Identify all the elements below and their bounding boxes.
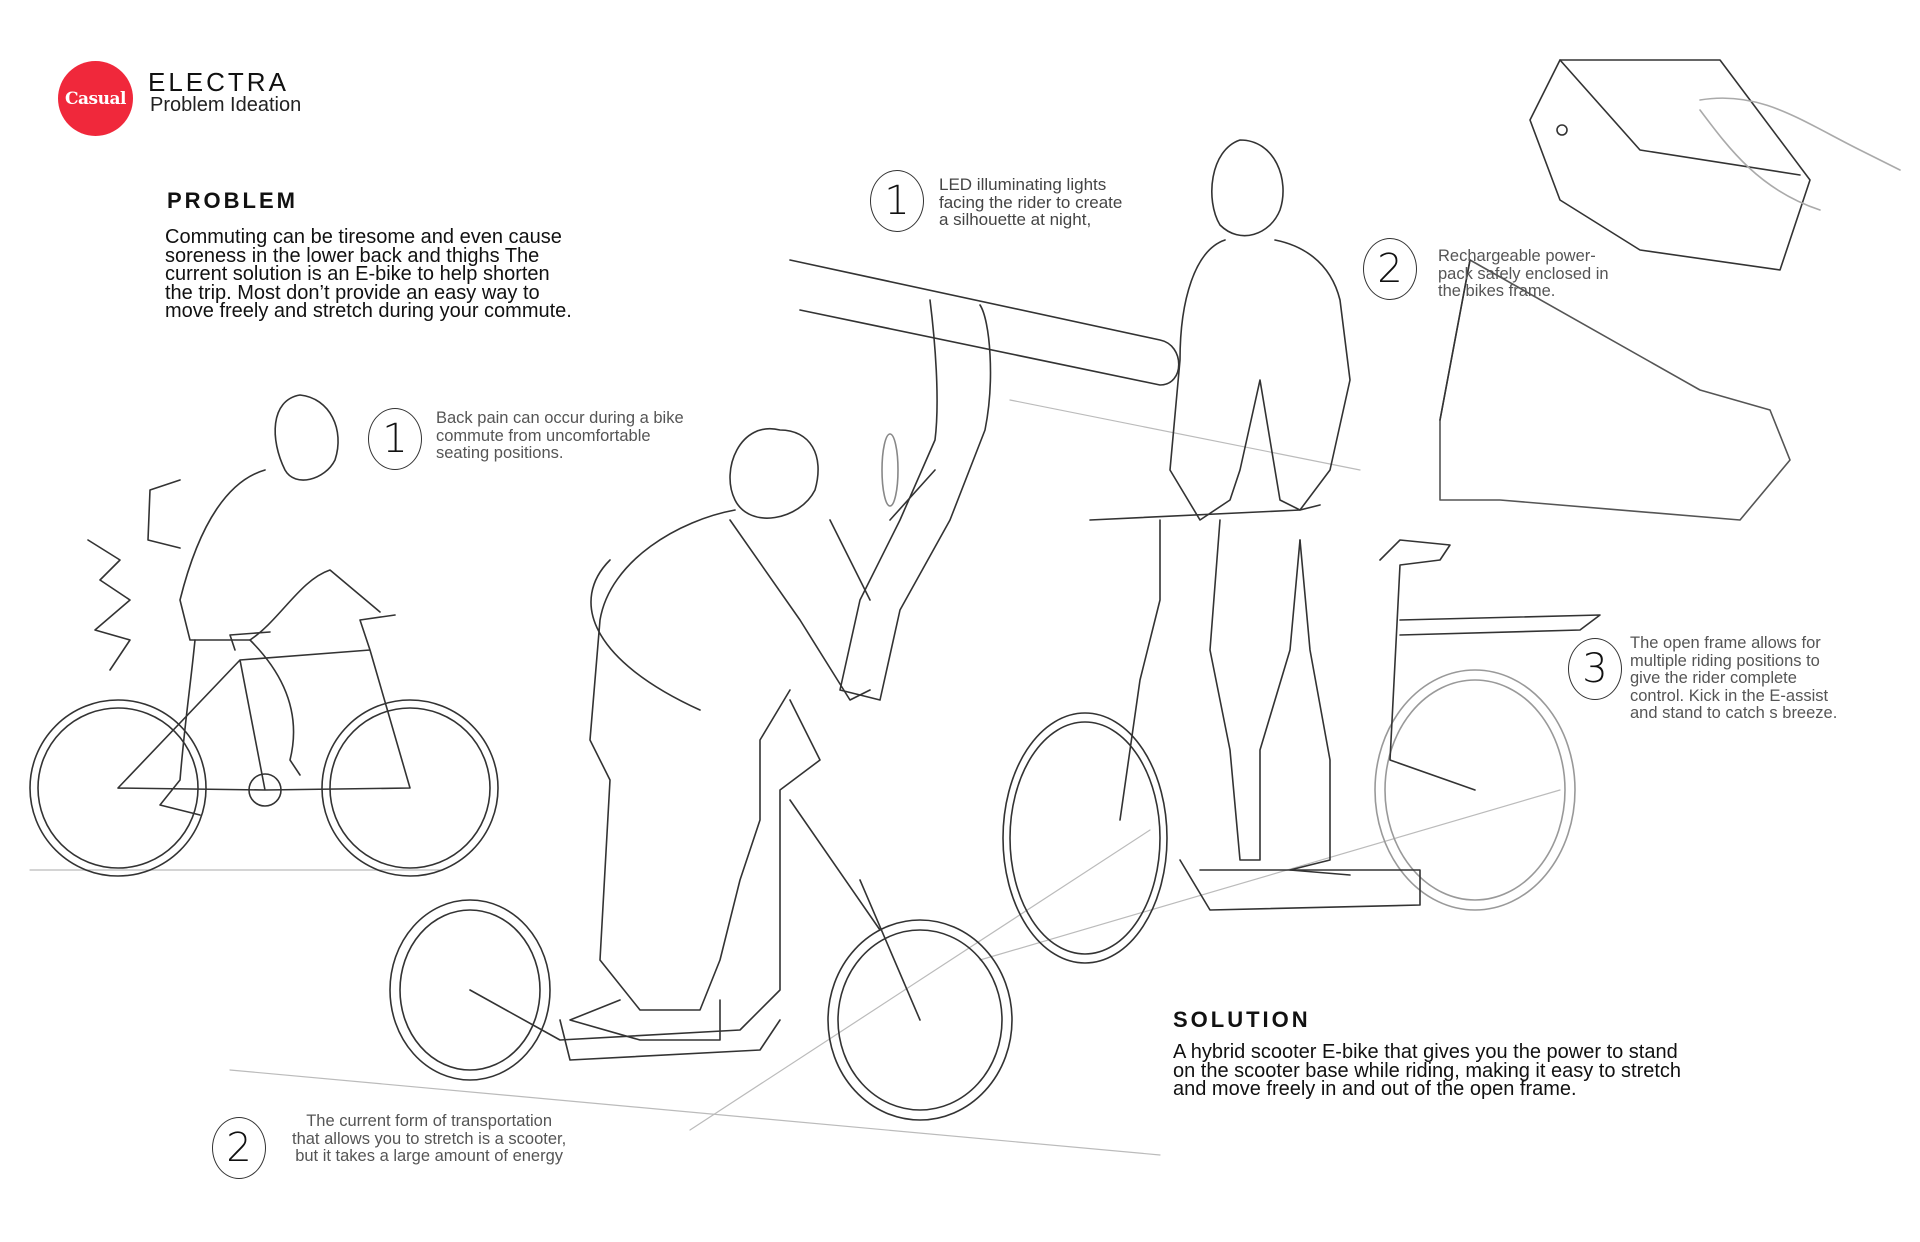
logo-text: Casual xyxy=(65,88,126,109)
solution-line: A hybrid scooter E-bike that gives you t… xyxy=(1173,1041,1678,1063)
number-badge-3: 3 xyxy=(1568,638,1622,700)
problem-note-1: Back pain can occur during a bike commut… xyxy=(436,409,684,462)
solution-note-1: LED illuminating lights facing the rider… xyxy=(939,175,1123,229)
problem-line: soreness in the lower back and thighs Th… xyxy=(165,244,540,267)
battery-pack-sketch xyxy=(1439,59,1901,521)
number-badge-2: 2 xyxy=(212,1117,266,1179)
solution-note-3: The open frame allows for multiple ridin… xyxy=(1630,634,1838,722)
hybrid-ebike-sketch xyxy=(1002,139,1601,964)
problem-description: Commuting can be tiresome and even cause… xyxy=(165,226,572,322)
solution-line: on the scooter base while riding, making… xyxy=(1173,1059,1682,1082)
solution-line: and move freely in and out of the open f… xyxy=(1173,1078,1577,1100)
problem-line: the trip. Most don’t provide an easy way… xyxy=(165,281,540,304)
handlebar-closeup-sketch xyxy=(789,259,1180,701)
project-subtitle: Problem Ideation xyxy=(150,94,302,116)
number-badge-1: 1 xyxy=(368,408,422,470)
casual-logo: Casual xyxy=(58,61,133,136)
project-title: ELECTRA xyxy=(148,67,289,97)
number-badge-1: 1 xyxy=(870,170,924,232)
problem-note-2: The current form of transportation that … xyxy=(292,1112,567,1165)
solution-description: A hybrid scooter E-bike that gives you t… xyxy=(1173,1041,1682,1100)
problem-line: move freely and stretch during your comm… xyxy=(165,300,572,322)
problem-heading: PROBLEM xyxy=(167,188,298,213)
scooter-rider-sketch xyxy=(389,427,1013,1121)
solution-note-2: Rechargeable power- pack safely enclosed… xyxy=(1438,247,1609,300)
solution-heading: SOLUTION xyxy=(1173,1007,1311,1032)
commuter-bike-sketch xyxy=(29,394,499,877)
ground-lines xyxy=(29,399,1561,1156)
problem-line: current solution is an E-bike to help sh… xyxy=(165,263,550,285)
number-badge-2: 2 xyxy=(1363,238,1417,300)
problem-line: Commuting can be tiresome and even cause xyxy=(165,226,562,248)
